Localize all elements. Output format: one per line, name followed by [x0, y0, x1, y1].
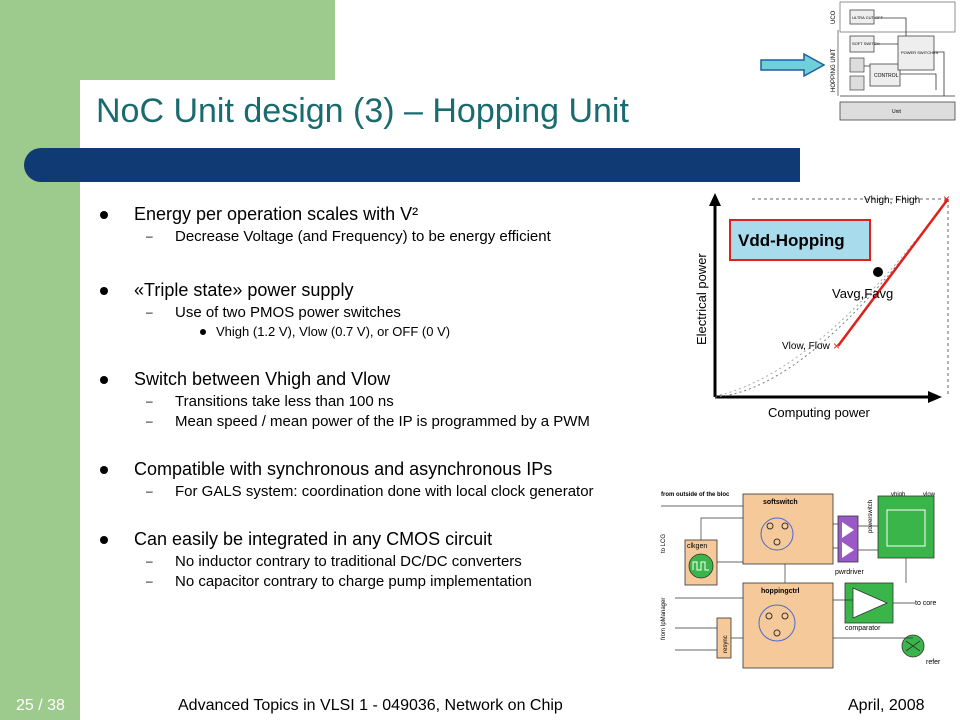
schem-from-outside: from outside of the bloc: [661, 492, 730, 498]
schem-refer: refer: [926, 659, 941, 666]
top-green-band: [80, 0, 335, 80]
svg-text:×: ×: [833, 339, 840, 353]
schem-to-core: to core: [915, 600, 937, 607]
bullet-item: Compatible with synchronous and asynchro…: [100, 458, 660, 480]
hopping-unit-thumbnail: UCO HOPPING UNIT ULTRA CUT-OFF SOFT SWIT…: [826, 0, 960, 122]
schem-vlow: vlow: [923, 492, 936, 498]
left-green-band: [0, 0, 80, 720]
arrow-icon: [760, 52, 826, 78]
footer-date: April, 2008: [848, 697, 925, 714]
schem-resync: resync: [723, 635, 729, 653]
graph-avg-label: Vavg,Favg: [832, 286, 893, 301]
sub-bullet-item: Use of two PMOS power switches: [100, 304, 660, 321]
title-underline-bar: [24, 148, 800, 182]
graph-xlabel: Computing power: [768, 405, 871, 420]
graph-low-label: Vlow, Flow: [782, 341, 831, 352]
schem-powerswitch: powerswitch: [868, 500, 874, 533]
graph-ylabel: Electrical power: [694, 253, 709, 345]
hopping-unit-schematic: from outside of the bloc to LCG from IpM…: [655, 478, 955, 683]
sub-bullet-item: Decrease Voltage (and Frequency) to be e…: [100, 228, 660, 245]
thumb-block-ultra: ULTRA CUT-OFF: [852, 15, 884, 20]
thumb-block-soft: SOFT SWITCH: [852, 41, 880, 46]
bullet-list: Energy per operation scales with V² Decr…: [100, 203, 660, 590]
schem-to-lcg: to LCG: [661, 534, 667, 553]
thumb-label-uco: UCO: [831, 10, 837, 24]
page-number: 25 / 38: [16, 697, 65, 714]
bullet-item: Energy per operation scales with V²: [100, 203, 660, 225]
graph-box-label: Vdd-Hopping: [738, 231, 845, 250]
footer-course: Advanced Topics in VLSI 1 - 049036, Netw…: [178, 697, 563, 714]
graph-high-label: Vhigh, Fhigh: [864, 195, 920, 206]
thumb-block-control: CONTROL: [874, 73, 899, 79]
schem-hoppingctrl: hoppingctrl: [761, 588, 800, 595]
sub-bullet-item: No capacitor contrary to charge pump imp…: [100, 573, 660, 590]
vdd-hopping-graph: × × Vdd-Hopping Vhigh, Fhigh Vavg,Favg V…: [690, 190, 960, 430]
thumb-block-unit: Unit: [892, 109, 902, 115]
sub-bullet-item: For GALS system: coordination done with …: [100, 483, 660, 500]
schem-softswitch: softswitch: [763, 499, 798, 506]
sub-bullet-item: Transitions take less than 100 ns: [100, 393, 660, 410]
schem-pwrdriver: pwrdriver: [835, 569, 864, 576]
bullet-item: Switch between Vhigh and Vlow: [100, 368, 660, 390]
thumb-label-hopping: HOPPING UNIT: [831, 48, 837, 92]
schem-from-ipmanager: from IpManager: [661, 598, 667, 640]
svg-text:×: ×: [943, 192, 950, 206]
sub-bullet-item: No inductor contrary to traditional DC/D…: [100, 553, 660, 570]
schem-clkgen: clkgen: [687, 543, 707, 550]
bullet-item: Can easily be integrated in any CMOS cir…: [100, 528, 660, 550]
sub-bullet-item: Mean speed / mean power of the IP is pro…: [100, 413, 660, 430]
schem-comparator: comparator: [845, 625, 881, 632]
sub-sub-bullet-item: Vhigh (1.2 V), Vlow (0.7 V), or OFF (0 V…: [100, 324, 660, 340]
slide-title: NoC Unit design (3) – Hopping Unit: [96, 92, 629, 130]
schem-vhigh: vhigh: [891, 492, 905, 498]
thumb-block-power: POWER SWITCHES: [901, 50, 939, 55]
bullet-item: «Triple state» power supply: [100, 279, 660, 301]
